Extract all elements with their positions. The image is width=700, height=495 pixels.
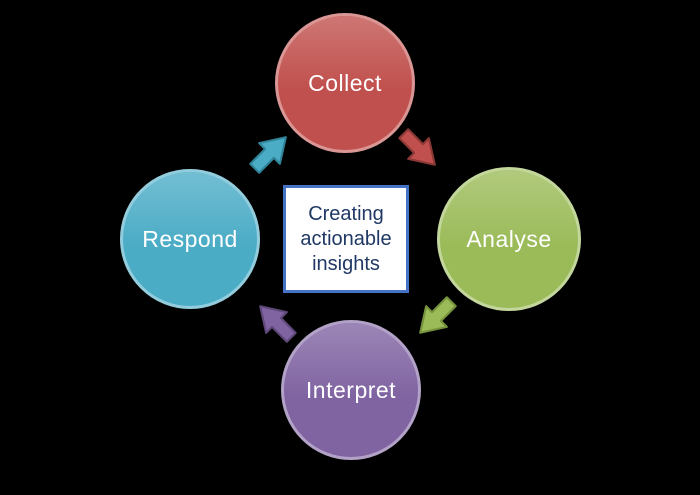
arrow-collect-to-analyse-icon [398,128,436,166]
node-respond-label: Respond [142,225,238,252]
center-label-box: Creating actionable insights [283,185,409,293]
node-collect: Collect [275,13,415,153]
node-respond: Respond [120,169,260,309]
node-analyse: Analyse [437,167,581,311]
arrow-analyse-to-interpret-shape [419,296,457,334]
node-interpret-label: Interpret [305,376,397,403]
node-interpret: Interpret [281,320,421,460]
arrow-interpret-to-respond-icon [259,305,297,343]
arrow-respond-to-collect-shape [249,136,287,174]
arrow-respond-to-collect-icon [249,136,287,174]
center-label: Creating actionable insights [300,202,392,275]
arrow-analyse-to-interpret-icon [419,296,457,334]
arrow-interpret-to-respond-shape [259,305,297,343]
arrow-collect-to-analyse-shape [398,128,436,166]
node-analyse-label: Analyse [466,225,552,252]
node-collect-label: Collect [308,69,382,96]
